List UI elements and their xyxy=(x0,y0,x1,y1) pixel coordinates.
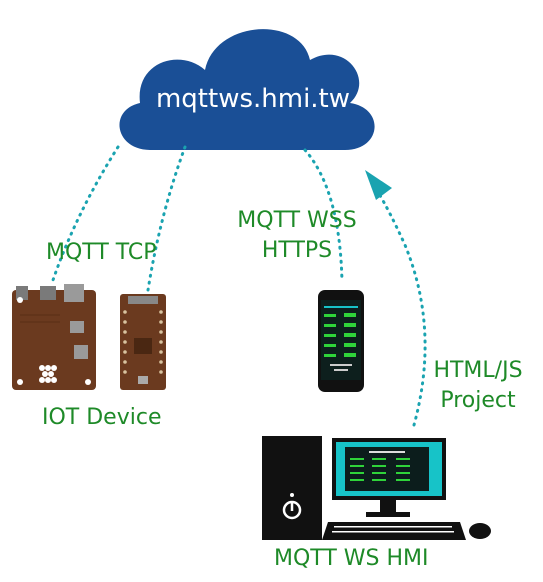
mqtt-wss-label: MQTT WSS HTTPS xyxy=(232,208,362,265)
html-js-label-line2: Project xyxy=(440,388,516,414)
smartphone-icon xyxy=(318,290,364,392)
cloud-icon xyxy=(119,29,375,150)
mqtt-tcp-connector-pi xyxy=(50,145,120,285)
mqtt-tcp-connector-esp xyxy=(146,145,187,292)
mqtt-ws-hmi-label: MQTT WS HMI xyxy=(274,546,429,571)
raspberry-pi-board-icon xyxy=(12,284,96,390)
mqtt-wss-connector xyxy=(303,148,344,284)
html-js-label: HTML/JS Project xyxy=(420,358,536,415)
mqtt-wss-label-line1: MQTT WSS xyxy=(237,208,357,233)
desktop-tower-icon xyxy=(262,436,322,540)
mqtt-wss-label-line2: HTTPS xyxy=(261,238,333,264)
iot-device-label: IOT Device xyxy=(42,405,162,430)
esp-board-icon xyxy=(120,294,166,390)
upload-arrow-icon xyxy=(365,170,392,200)
cloud-label: mqttws.hmi.tw xyxy=(155,84,351,114)
html-js-label-line1: HTML/JS xyxy=(433,358,523,383)
monitor-icon xyxy=(332,438,446,517)
keyboard-icon xyxy=(322,522,466,540)
html-js-connector xyxy=(376,190,427,427)
mouse-icon xyxy=(469,523,491,539)
mqtt-tcp-label: MQTT TCP xyxy=(46,240,157,265)
